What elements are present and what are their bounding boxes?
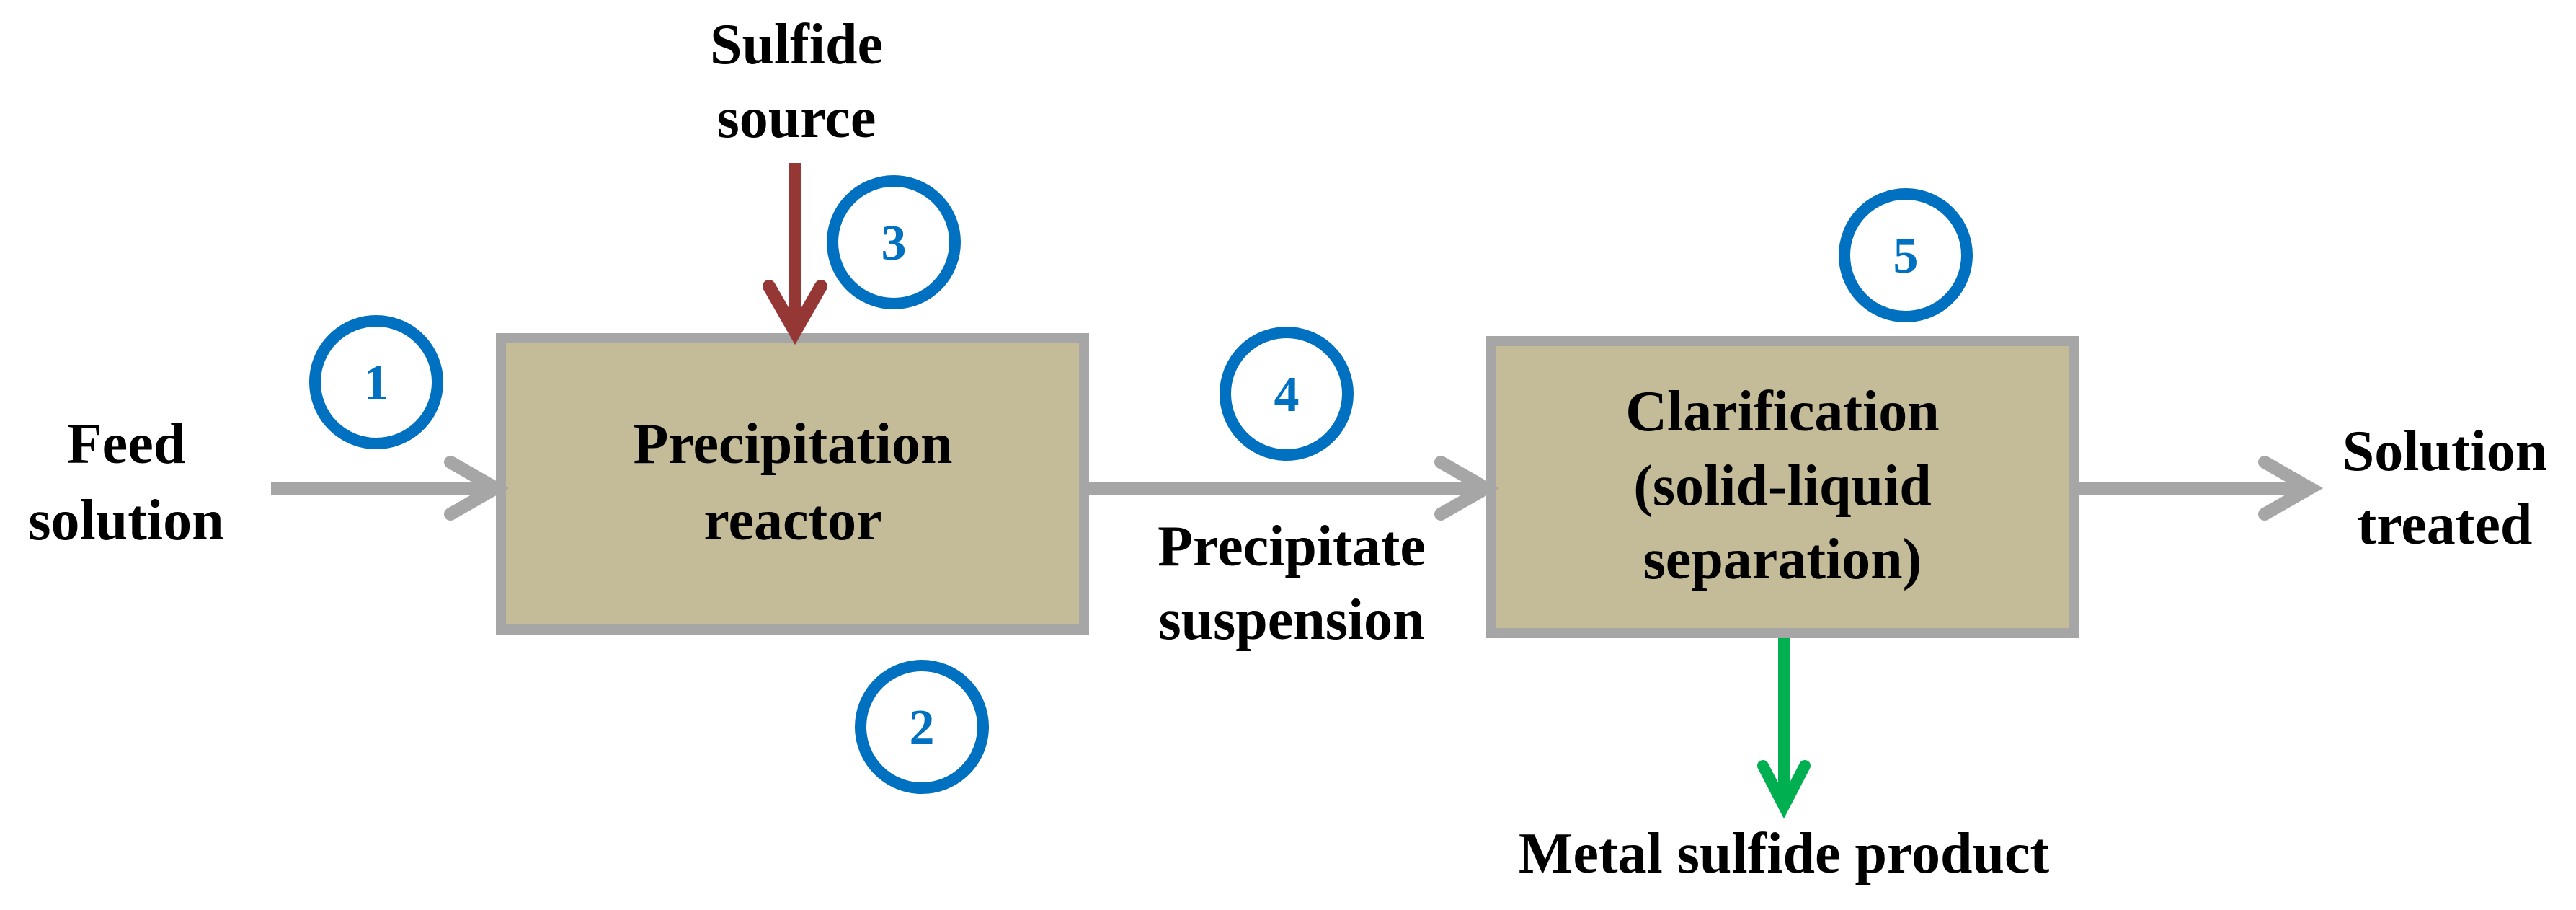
reactor-label-line-1: Precipitation <box>634 412 953 476</box>
clarification-label: Clarification (solid-liquid separation) <box>1625 380 1939 591</box>
suspension-label-line-1: Precipitate <box>1158 515 1426 578</box>
sulfide-source-label: Sulfide source <box>710 13 883 150</box>
marker-3: 3 <box>827 175 961 309</box>
sulfide-label-line-2: source <box>717 87 876 150</box>
clarifier-label-line-2: (solid-liquid <box>1633 454 1932 518</box>
feed-label-line-1: Feed <box>67 412 185 476</box>
marker-2-label: 2 <box>910 700 935 756</box>
treated-label-line-1: Solution <box>2342 420 2548 483</box>
feed-solution-label: Feed solution <box>28 412 223 552</box>
feed-arrow <box>271 456 510 521</box>
marker-4: 4 <box>1220 327 1354 461</box>
clarifier-label-line-3: separation) <box>1643 528 1922 591</box>
treated-solution-arrow <box>2079 456 2324 521</box>
reactor-label-line-2: reactor <box>703 489 881 552</box>
sulfide-source-arrow <box>763 163 827 345</box>
precipitate-suspension-label: Precipitate suspension <box>1158 515 1426 652</box>
precipitation-reactor-label: Precipitation reactor <box>634 412 953 552</box>
suspension-arrow <box>1089 456 1500 521</box>
marker-2: 2 <box>855 660 989 794</box>
suspension-label-line-2: suspension <box>1158 588 1424 652</box>
metal-sulfide-product-label: Metal sulfide product <box>1519 822 2050 885</box>
marker-1-label: 1 <box>364 355 389 411</box>
treated-label-line-2: treated <box>2358 493 2533 557</box>
precipitation-reactor-box <box>496 333 1089 635</box>
sulfide-label-line-1: Sulfide <box>710 13 883 76</box>
metal-sulfide-product-arrow <box>1757 638 1811 819</box>
marker-5: 5 <box>1839 188 1973 322</box>
marker-1: 1 <box>309 315 443 449</box>
feed-label-line-2: solution <box>28 489 223 552</box>
marker-5-label: 5 <box>1893 229 1919 284</box>
clarifier-label-line-1: Clarification <box>1625 380 1939 443</box>
solution-treated-label: Solution treated <box>2342 420 2548 557</box>
marker-4-label: 4 <box>1274 367 1300 423</box>
marker-3-label: 3 <box>881 216 907 271</box>
